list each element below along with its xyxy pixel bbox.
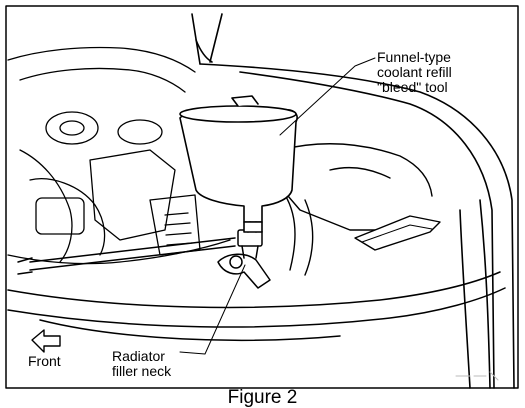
radiator-neck-label: Radiator filler neck xyxy=(112,349,171,379)
bracket-plate xyxy=(354,215,441,251)
watermark-logo xyxy=(455,371,499,381)
label-line: "bleed" tool xyxy=(377,79,448,95)
label-line: filler neck xyxy=(112,363,172,379)
label-line: Radiator xyxy=(112,348,165,364)
leader-radiator xyxy=(179,264,246,355)
funnel-tool xyxy=(179,95,298,233)
hose-rod xyxy=(17,237,236,275)
leader-funnel xyxy=(279,57,376,136)
figure-frame xyxy=(5,5,519,389)
funnel-tool-label: Funnel-type coolant refill "bleed" tool xyxy=(377,50,452,95)
label-line: coolant refill xyxy=(377,64,452,80)
figure-caption: Figure 2 xyxy=(227,387,298,408)
label-line: Funnel-type xyxy=(377,49,451,65)
hood-panel xyxy=(191,13,515,389)
front-arrow-icon xyxy=(31,329,61,353)
engine-components xyxy=(7,46,231,265)
front-label: Front xyxy=(28,353,61,369)
bumper-outline xyxy=(7,271,506,342)
